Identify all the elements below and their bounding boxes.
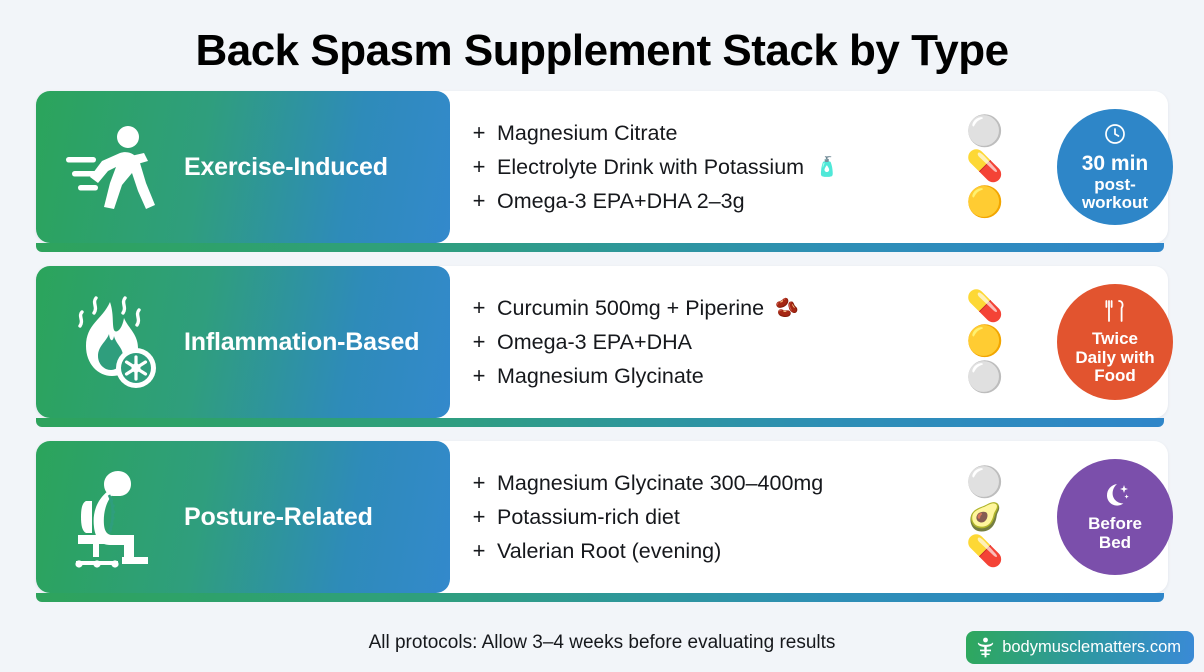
badge-line-3: workout <box>1081 193 1149 213</box>
badge-line-3: Food <box>1094 365 1136 385</box>
tablet-icon: ⚪ <box>966 114 1004 148</box>
row-accent-bar <box>36 243 1164 253</box>
list-item: + Electrolyte Drink with Potassium 🧴 <box>472 155 934 180</box>
body-figure-logo-icon <box>976 637 995 658</box>
badge-line-2: post- <box>1094 174 1136 194</box>
category-label: Inflammation-Based <box>184 327 420 356</box>
badge-line-2: Bed <box>1098 532 1132 552</box>
row-inflammation-based: Inflammation-Based + Curcumin 500mg + Pi… <box>36 266 1173 428</box>
peppercorn-icon: 🫘 <box>775 297 799 319</box>
footer-note: All protocols: Allow 3–4 weeks before ev… <box>368 632 836 653</box>
supplement-name: Magnesium Glycinate <box>497 363 704 388</box>
watermark-label: bodymusclematters.com <box>1002 638 1181 656</box>
row-posture-related: Posture-Related + Magnesium Glycinate 30… <box>36 441 1173 603</box>
rows-container: Exercise-Induced + Magnesium Citrate + E… <box>0 91 1204 603</box>
badge-line-1: Before <box>1088 514 1142 534</box>
badge-line-1: 30 min <box>1081 152 1149 176</box>
supplement-name: Magnesium Glycinate 300–400mg <box>497 470 824 495</box>
supplement-name: Omega-3 EPA+DHA <box>497 329 692 354</box>
list-item: + Magnesium Citrate <box>472 121 934 146</box>
plus-icon: + <box>472 363 486 389</box>
badge-text: Twice Daily with Food <box>1069 330 1160 385</box>
seated-posture-icon <box>58 461 170 573</box>
list-item: + Magnesium Glycinate 300–400mg <box>472 471 934 496</box>
plus-icon: + <box>472 154 486 180</box>
plus-icon: + <box>472 329 486 355</box>
clock-icon <box>1103 122 1127 151</box>
flame-cooling-icon <box>58 286 170 398</box>
plus-icon: + <box>472 538 486 564</box>
list-item: + Omega-3 EPA+DHA <box>472 330 934 355</box>
herbal-capsule-icon: 💊 <box>966 534 1004 568</box>
tablet-icon: ⚪ <box>966 466 1004 500</box>
plus-icon: + <box>472 188 486 214</box>
row-accent-bar <box>36 418 1164 428</box>
softgel-icon: 🟡 <box>966 325 1004 359</box>
fork-knife-icon <box>1103 299 1127 328</box>
timing-badge: Before Bed <box>1057 459 1173 576</box>
plus-icon: + <box>472 504 486 530</box>
category-label: Exercise-Induced <box>184 152 388 181</box>
list-item: + Omega-3 EPA+DHA 2–3g <box>472 189 934 214</box>
list-item: + Valerian Root (evening) <box>472 539 934 564</box>
list-item: + Potassium-rich diet <box>472 505 934 530</box>
page-title: Back Spasm Supplement Stack by Type <box>195 26 1009 75</box>
capsule-icon: 💊 <box>966 289 1004 323</box>
supplement-name: Potassium-rich diet <box>497 504 680 529</box>
plus-icon: + <box>472 120 486 146</box>
supplement-name: Curcumin 500mg + Piperine <box>497 295 765 320</box>
plus-icon: + <box>472 470 486 496</box>
badge-wrapper: Before Bed <box>1038 441 1173 593</box>
supplement-list: + Magnesium Glycinate 300–400mg + Potass… <box>450 441 934 593</box>
supplement-name: Omega-3 EPA+DHA 2–3g <box>497 188 745 213</box>
supplement-name: Electrolyte Drink with Potassium <box>497 154 805 179</box>
category-panel: Inflammation-Based <box>36 266 450 419</box>
pill-illustrations: ⚪ 💊 🟡 <box>934 91 1038 243</box>
row-exercise-induced: Exercise-Induced + Magnesium Citrate + E… <box>36 91 1173 253</box>
badge-wrapper: 30 min post- workout <box>1038 91 1173 243</box>
badge-text: 30 min post- workout <box>1057 152 1173 213</box>
list-item: + Curcumin 500mg + Piperine 🫘 <box>472 296 934 321</box>
row-accent-bar <box>36 593 1164 603</box>
badge-line-1: Twice <box>1092 329 1138 349</box>
running-person-icon <box>58 111 170 223</box>
pill-illustrations: ⚪ 🥑 💊 <box>934 441 1038 593</box>
list-item: + Magnesium Glycinate <box>472 364 934 389</box>
potassium-foods-icon: 🥑 <box>968 501 1002 532</box>
footer: All protocols: Allow 3–4 weeks before ev… <box>0 626 1204 660</box>
softgel-icon: 🟡 <box>966 186 1004 220</box>
badge-text: Before Bed <box>1082 515 1148 552</box>
supplement-name: Magnesium Citrate <box>497 120 678 145</box>
bottle-icon: 🧴 <box>815 156 839 178</box>
capsule-icon: 💊 <box>966 150 1004 184</box>
timing-badge: 30 min post- workout <box>1057 109 1173 226</box>
tablet-icon: ⚪ <box>966 361 1004 395</box>
crescent-moon-icon <box>1101 482 1129 513</box>
watermark-badge[interactable]: bodymusclematters.com <box>966 631 1194 664</box>
badge-line-2: Daily with <box>1075 347 1155 367</box>
category-panel: Posture-Related <box>36 441 450 594</box>
category-panel: Exercise-Induced <box>36 91 450 244</box>
pill-illustrations: 💊 🟡 ⚪ <box>934 266 1038 418</box>
badge-wrapper: Twice Daily with Food <box>1038 266 1173 418</box>
supplement-name: Valerian Root (evening) <box>497 538 722 563</box>
supplement-list: + Curcumin 500mg + Piperine 🫘 + Omega-3 … <box>450 266 934 418</box>
plus-icon: + <box>472 295 486 321</box>
timing-badge: Twice Daily with Food <box>1057 284 1173 401</box>
category-label: Posture-Related <box>184 502 373 531</box>
supplement-list: + Magnesium Citrate + Electrolyte Drink … <box>450 91 934 243</box>
